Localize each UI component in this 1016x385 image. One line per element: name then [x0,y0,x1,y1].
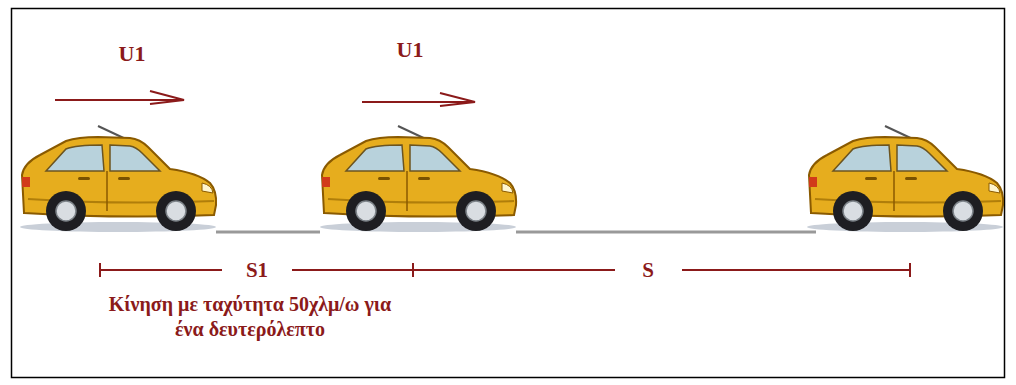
distance-label: S1 [246,257,268,283]
frame [12,9,1005,378]
distance-label: S [642,257,654,283]
velocity-label: U1 [119,40,146,68]
road-line [216,231,816,234]
velocity-label: U1 [397,36,424,64]
caption-note: Κίνηση με ταχύτητα 50χλμ/ω για ένα δευτε… [98,292,403,342]
car [807,126,1003,232]
car [320,126,516,232]
velocity-arrow [55,91,184,104]
dimension-line [100,263,910,277]
velocity-arrow [362,93,475,106]
car [20,126,216,232]
